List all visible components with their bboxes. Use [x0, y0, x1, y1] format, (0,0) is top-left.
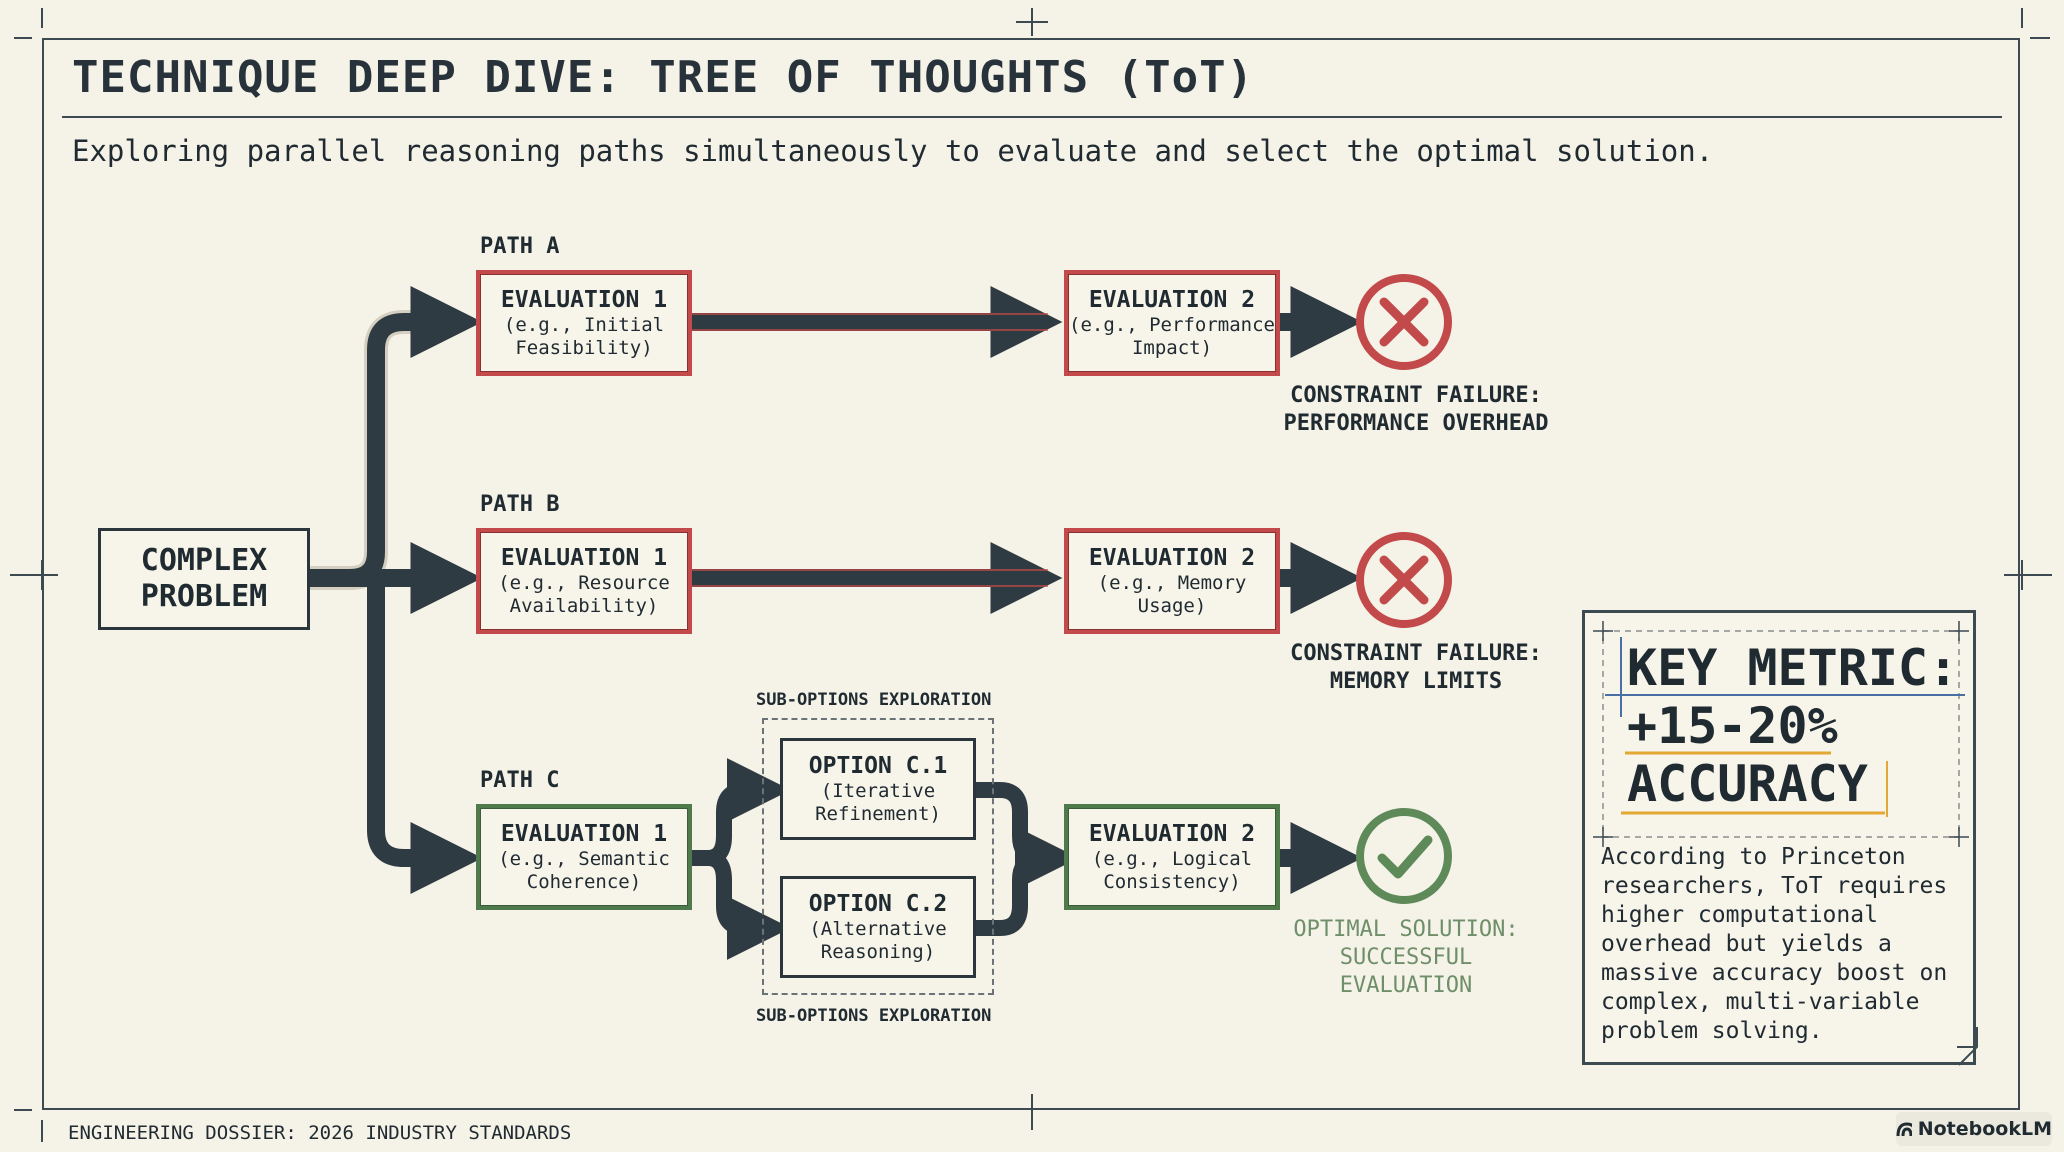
path-a-evaluation-1: EVALUATION 1 (e.g., Initial Feasibility) [476, 270, 692, 376]
path-a-evaluation-2: EVALUATION 2 (e.g., Performance Impact) [1064, 270, 1280, 376]
key-metric-value: +15-20% [1627, 697, 1838, 755]
path-b-evaluation-1: EVALUATION 1 (e.g., Resource Availabilit… [476, 528, 692, 634]
notebooklm-logo-icon [1896, 1122, 1912, 1137]
key-metric-label: ACCURACY [1627, 755, 1868, 813]
page-title: TECHNIQUE DEEP DIVE: TREE OF THOUGHTS (T… [72, 52, 1255, 103]
sub-options-caption-bottom: SUB-OPTIONS EXPLORATION [756, 1006, 992, 1026]
path-c-outcome-text: OPTIMAL SOLUTION: SUCCESSFUL EVALUATION [1293, 917, 1519, 998]
metric-guides [1593, 621, 1978, 1066]
path-c-evaluation-1: EVALUATION 1 (e.g., Semantic Coherence) [476, 804, 692, 910]
eval-title: EVALUATION 2 [1088, 544, 1256, 571]
eval-detail: (e.g., Memory Usage) [1097, 571, 1247, 617]
eval-detail: (e.g., Semantic Coherence) [498, 847, 670, 893]
path-c-evaluation-2: EVALUATION 2 (e.g., Logical Consistency) [1064, 804, 1280, 910]
option-c2-node: OPTION C.2 (Alternative Reasoning) [780, 876, 976, 978]
sub-options-container [762, 718, 994, 995]
eval-detail: (e.g., Resource Availability) [498, 571, 670, 617]
eval-title: EVALUATION 2 [1088, 820, 1256, 847]
option-2-to-eval-2 [976, 850, 1041, 936]
path-a-outcome-text: CONSTRAINT FAILURE: PERFORMANCE OVERHEAD [1283, 383, 1549, 436]
eval-title: EVALUATION 1 [500, 544, 668, 571]
path-b-label: PATH B [480, 492, 560, 517]
path-c-label: PATH C [480, 768, 560, 793]
complex-problem-label: COMPLEX PROBLEM [140, 543, 268, 614]
path-a-label: PATH A [480, 234, 560, 259]
x-circle-icon [1356, 274, 1452, 370]
page-subtitle: Exploring parallel reasoning paths simul… [72, 134, 1714, 168]
notebooklm-badge: NotebookLM [1896, 1112, 2052, 1146]
eval-detail: (e.g., Performance Impact) [1069, 313, 1275, 359]
option-detail: (Iterative Refinement) [815, 779, 941, 825]
footer-text: ENGINEERING DOSSIER: 2026 INDUSTRY STAND… [68, 1122, 572, 1144]
eval-title: EVALUATION 1 [500, 820, 668, 847]
option-title: OPTION C.2 [808, 890, 948, 917]
path-c-to-option-2 [692, 850, 791, 960]
option-c1-node: OPTION C.1 (Iterative Refinement) [780, 738, 976, 840]
option-title: OPTION C.1 [808, 752, 948, 779]
x-circle-icon [1356, 532, 1452, 628]
key-metric-heading: KEY METRIC: [1627, 639, 1959, 697]
key-metric-description: According to Princeton researchers, ToT … [1601, 844, 1948, 1044]
eval-title: EVALUATION 2 [1088, 286, 1256, 313]
eval-detail: (e.g., Initial Feasibility) [503, 313, 665, 359]
option-detail: (Alternative Reasoning) [809, 917, 947, 963]
path-b-outcome-text: CONSTRAINT FAILURE: MEMORY LIMITS [1290, 641, 1542, 694]
check-circle-icon [1356, 808, 1452, 904]
complex-problem-node: COMPLEX PROBLEM [98, 528, 310, 630]
eval-title: EVALUATION 1 [500, 286, 668, 313]
path-c-to-option-1 [692, 758, 791, 866]
slide-frame [42, 38, 2020, 1110]
trunk-to-path-c [367, 578, 483, 894]
path-b-evaluation-2: EVALUATION 2 (e.g., Memory Usage) [1064, 528, 1280, 634]
sub-options-caption-top: SUB-OPTIONS EXPLORATION [756, 690, 992, 710]
brand-name: NotebookLM [1917, 1118, 2052, 1140]
title-divider [62, 116, 2002, 118]
key-metric-card: KEY METRIC: +15-20% ACCURACY According t… [1582, 610, 1978, 1066]
eval-detail: (e.g., Logical Consistency) [1091, 847, 1253, 893]
